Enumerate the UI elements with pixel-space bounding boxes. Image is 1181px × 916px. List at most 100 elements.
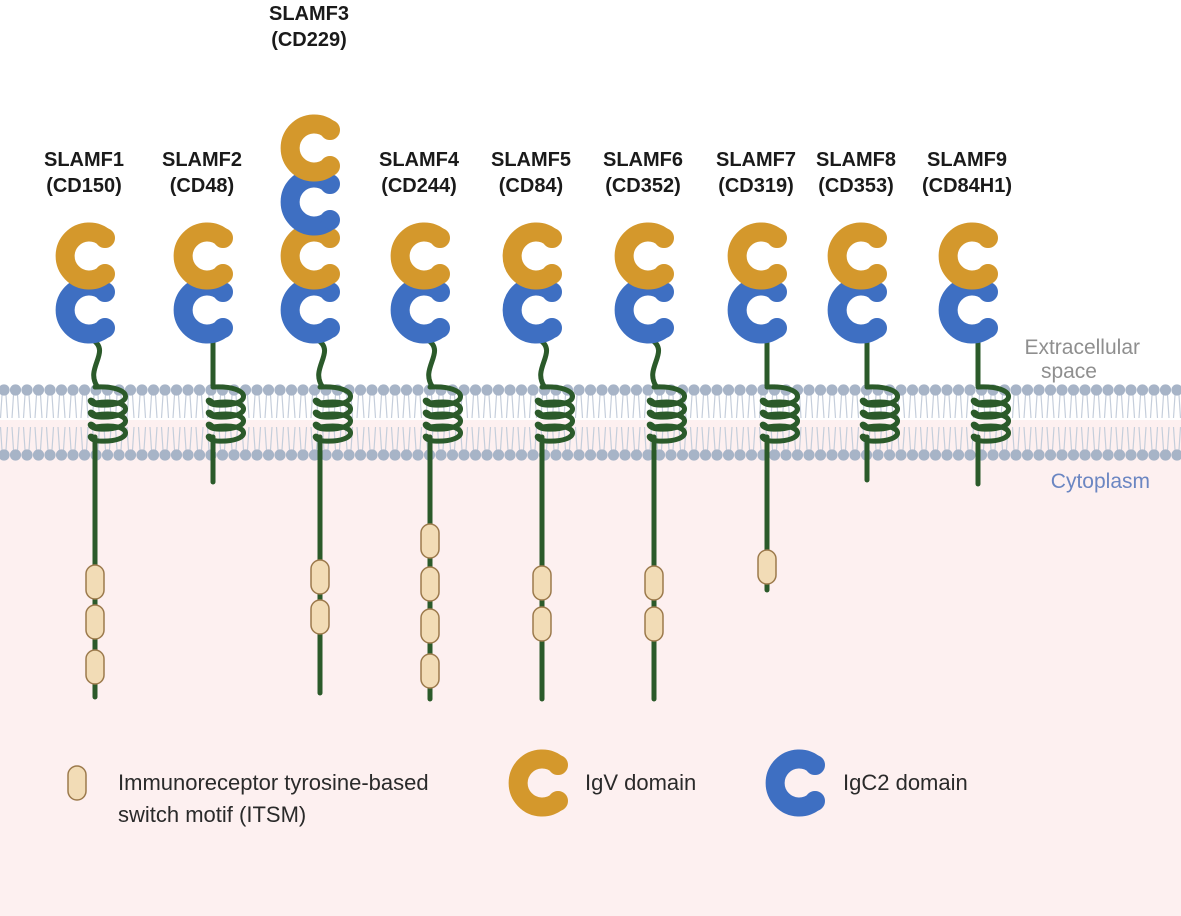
lipid-head-outer — [1148, 384, 1160, 396]
lipid-head-inner — [239, 449, 252, 461]
lipid-tails — [735, 394, 745, 451]
lipid-head-inner — [124, 449, 137, 461]
itsm-motif — [532, 565, 552, 601]
lipid-head-inner — [481, 449, 493, 461]
lipid-tails — [1115, 394, 1124, 451]
lipid-head-inner — [67, 449, 79, 461]
transmembrane-helix — [646, 384, 687, 444]
lipid-head-outer — [1010, 384, 1022, 396]
receptor-name: SLAMF9 — [927, 149, 1007, 171]
lipid-head-outer — [1044, 384, 1057, 396]
lipid-head-inner — [1010, 449, 1022, 461]
lipid-head-outer — [1056, 384, 1068, 396]
lipid-tails — [804, 394, 814, 451]
lipid-head-inner — [446, 449, 459, 461]
lipid-tails — [517, 394, 526, 451]
lipid-head-inner — [389, 449, 401, 461]
extracellular-stalk — [425, 337, 437, 389]
lipid-tails — [954, 394, 963, 451]
lipid-tails — [379, 394, 388, 451]
transmembrane-helix — [205, 384, 246, 444]
igc2-legend-label: IgC2 domain — [843, 770, 968, 795]
lipid-tails — [1161, 394, 1170, 451]
lipid-head-outer — [515, 384, 528, 396]
lipid-head-inner — [159, 449, 171, 461]
receptor-slamf4: SLAMF4(CD244) — [379, 149, 463, 702]
lipid-head-outer — [906, 384, 919, 396]
receptor-cd-label: (CD244) — [381, 175, 457, 197]
lipid-head-inner — [1033, 449, 1045, 461]
lipid-tails — [701, 394, 710, 451]
lipid-head-inner — [0, 449, 10, 461]
receptor-slamf1: SLAMF1(CD150) — [44, 149, 128, 700]
lipid-tails — [413, 394, 423, 451]
lipid-head-inner — [400, 449, 413, 461]
receptor-cd-label: (CD319) — [718, 175, 794, 197]
receptor-cd-label: (CD229) — [271, 29, 347, 51]
itsm-legend-icon — [67, 765, 87, 801]
lipid-head-outer — [136, 384, 148, 396]
lipid-tails — [1023, 394, 1032, 451]
extracellular-label-line1: Extracellular — [1024, 336, 1140, 359]
lipid-tails — [80, 394, 89, 451]
receptor-name: SLAMF7 — [716, 149, 796, 171]
lipid-head-inner — [1136, 449, 1149, 461]
lipid-head-outer — [182, 384, 194, 396]
lipid-tails — [45, 394, 55, 451]
lipid-head-outer — [78, 384, 91, 396]
receptor-cd-label: (CD150) — [46, 175, 122, 197]
lipid-tails — [712, 394, 722, 451]
lipid-head-inner — [941, 449, 953, 461]
receptor-slamf2: SLAMF2(CD48) — [162, 149, 246, 485]
lipid-head-inner — [1056, 449, 1068, 461]
cell-membrane — [0, 384, 1181, 461]
lipid-head-inner — [642, 449, 654, 461]
lipid-head-outer — [504, 384, 516, 396]
lipid-head-inner — [32, 449, 45, 461]
lipid-head-outer — [596, 384, 608, 396]
lipid-head-inner — [780, 449, 792, 461]
lipid-head-inner — [768, 449, 781, 461]
lipid-tails — [275, 394, 285, 451]
itsm-legend-label-line1: Immunoreceptor tyrosine-based — [118, 770, 429, 795]
lipid-tails — [390, 394, 400, 451]
lipid-head-inner — [412, 449, 424, 461]
lipid-head-inner — [964, 449, 976, 461]
lipid-head-inner — [1171, 449, 1181, 461]
receptor-cd-label: (CD353) — [818, 175, 894, 197]
lipid-tails — [620, 394, 630, 451]
lipid-tails — [1034, 394, 1044, 451]
lipid-tails — [252, 394, 262, 451]
lipid-head-outer — [929, 384, 942, 396]
receptor-cd-label: (CD84H1) — [922, 175, 1012, 197]
lipid-tails — [505, 394, 515, 451]
lipid-tails — [68, 394, 78, 451]
lipid-head-outer — [573, 384, 585, 396]
lipid-tails — [1138, 394, 1147, 451]
cytoplasm-region — [0, 420, 1181, 916]
lipid-tails — [1011, 394, 1021, 451]
lipid-head-outer — [607, 384, 620, 396]
lipid-head-outer — [837, 384, 850, 396]
lipid-head-inner — [814, 449, 827, 461]
lipid-head-outer — [527, 384, 539, 396]
igv-legend-label: IgV domain — [585, 770, 696, 795]
lipid-head-outer — [745, 384, 758, 396]
lipid-head-inner — [929, 449, 942, 461]
receptor-name: SLAMF3 — [269, 3, 349, 25]
lipid-head-outer — [193, 384, 206, 396]
extracellular-stalk — [315, 337, 327, 389]
lipid-head-outer — [262, 384, 275, 396]
receptor-cd-label: (CD352) — [605, 175, 681, 197]
itsm-motif — [310, 599, 330, 635]
lipid-tails — [183, 394, 193, 451]
lipid-head-inner — [550, 449, 562, 461]
lipid-head-inner — [711, 449, 723, 461]
lipid-head-outer — [9, 384, 22, 396]
lipid-head-outer — [308, 384, 321, 396]
lipid-head-inner — [1067, 449, 1080, 461]
lipid-tails — [1103, 394, 1113, 451]
lipid-head-outer — [814, 384, 827, 396]
lipid-head-outer — [159, 384, 171, 396]
lipid-tails — [172, 394, 181, 451]
